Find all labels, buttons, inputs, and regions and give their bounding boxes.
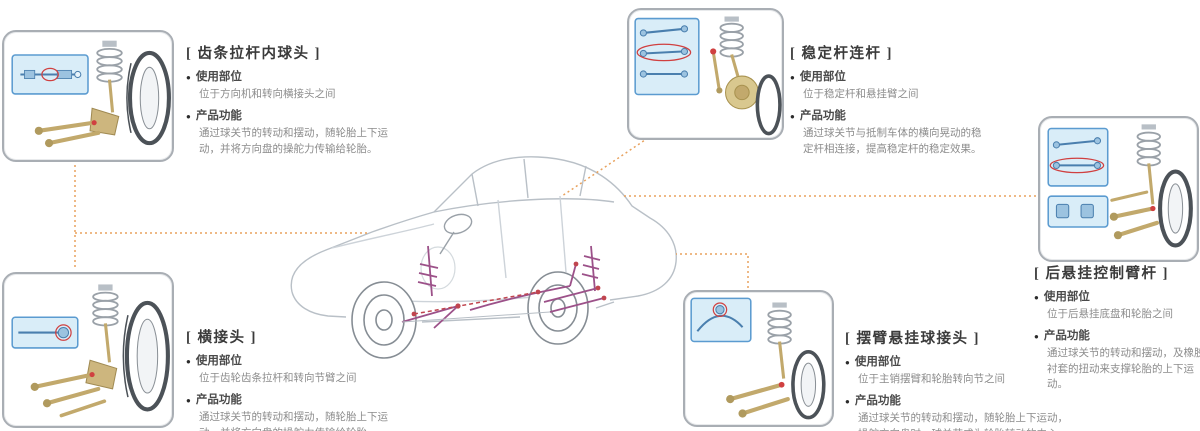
bullet-icon: ● [1034,293,1039,302]
bullet-icon: ● [1034,331,1039,341]
bullet-icon: ● [790,73,795,82]
part-image-rear-control-arm [1038,116,1199,262]
bullet-function: ● 产品功能 [186,393,398,408]
tire-icon [126,50,171,146]
part-title: [ 摆臂悬挂球接头 ] [845,331,980,347]
bullet-function: ● 产品功能 [1034,329,1200,344]
bullet-icon: ● [845,396,850,406]
bullet-label: 使用部位 [1043,291,1090,303]
control-arm-icon [1109,190,1160,240]
part-illustration-stabilizer-link [634,16,782,136]
front-wheel-icon [351,281,417,359]
control-arm-icon [726,381,790,418]
part-image-inner-tie-rod [2,30,174,162]
far-wheel-icon [420,246,456,290]
coil-spring-icon [1136,124,1161,205]
coil-spring-icon [767,302,792,379]
bullet-icon: ● [790,111,795,121]
bullet-function: ● 产品功能 [790,109,982,124]
part-illustration-ball-joint [690,297,826,420]
inset-diagram-bushings [1047,195,1109,228]
bullet-desc: 位于稳定杆和悬挂臂之间 [803,88,919,100]
info-panel-inner-tie-rod: [ 齿条拉杆内球头 ] ● 使用部位 位于方向机和转向横接头之间 ● 产品功能 … [186,42,398,157]
bullet-usage: ● 使用部位 [1034,290,1200,305]
car-diagram [290,156,677,359]
bullet-desc: 位于主销摆臂和轮胎转向节之间 [858,373,1005,385]
bullet-label: 产品功能 [799,109,846,122]
rear-wheel-icon [527,271,589,345]
car-body [290,156,677,323]
bullet-usage: ● 使用部位 [186,70,398,85]
tire-icon [122,300,170,412]
bullet-icon: ● [186,111,191,121]
bullet-label: 使用部位 [195,355,242,367]
bullet-desc: 通过球关节的转动和摆动，随轮胎上下运动，并将方向盘的操舵力传输给轮胎。 [199,126,388,155]
inset-diagram [1047,127,1109,187]
inset-diagram [634,17,700,96]
bullet-desc: 通过球关节的转动和摆动，随轮胎上下运动，并将方向盘的操舵力传输给轮胎。 [199,410,388,431]
bullet-label: 产品功能 [854,394,901,407]
part-title: [ 横接头 ] [186,330,257,346]
part-image-tie-rod-end [2,272,174,428]
coil-spring-icon [719,16,744,77]
bullet-usage: ● 使用部位 [790,70,982,85]
inset-diagram [11,316,79,349]
bullet-icon: ● [186,73,191,82]
info-panel-tie-rod-end: [ 横接头 ] ● 使用部位 位于齿轮齿条拉杆和转向节臂之间 ● 产品功能 通过… [186,326,398,431]
bullet-function: ● 产品功能 [845,394,1071,409]
bullet-desc: 通过球关节的转动和摆动，及橡胶衬套的扭动来支撑轮胎的上下运动。 [1047,346,1200,391]
tire-icon [1158,169,1193,248]
bullet-icon: ● [186,357,191,366]
tire-icon [791,350,826,420]
part-image-stabilizer-link [627,8,784,140]
bullet-desc: 位于后悬挂底盘和轮胎之间 [1047,308,1173,320]
control-arm-icon [34,107,120,148]
part-illustration-tie-rod-end [11,284,170,418]
bullet-usage: ● 使用部位 [186,354,398,369]
info-panel-stabilizer-link: [ 稳定杆连杆 ] ● 使用部位 位于稳定杆和悬挂臂之间 ● 产品功能 通过球关… [790,42,982,157]
part-title: [ 稳定杆连杆 ] [790,46,893,62]
bullet-icon: ● [845,358,850,367]
bullet-label: 产品功能 [195,109,242,122]
bullet-desc: 位于齿轮齿条拉杆和转向节臂之间 [199,372,357,384]
info-panel-rear-control-arm: [ 后悬挂控制臂杆 ] ● 使用部位 位于后悬挂底盘和轮胎之间 ● 产品功能 通… [1034,262,1200,393]
joint-dots [411,261,607,317]
control-arm-icon [30,359,118,418]
bullet-desc: 通过球关节的转动和摆动，随轮胎上下运动，操舵方向盘时，球关节成为轮胎转动的中心。 [858,411,1068,431]
part-title: [ 齿条拉杆内球头 ] [186,46,321,62]
part-illustration-inner-tie-rod [11,40,171,148]
part-title: [ 后悬挂控制臂杆 ] [1034,266,1169,282]
inset-diagram [690,297,752,343]
inset-diagram [11,54,89,95]
part-image-ball-joint [683,290,834,427]
bullet-label: 产品功能 [195,393,242,406]
bullet-label: 使用部位 [195,71,242,83]
bullet-label: 使用部位 [799,71,846,83]
suspension-highlight [401,245,607,329]
bullet-usage: ● 使用部位 [845,355,1071,370]
bullet-label: 产品功能 [1043,329,1090,342]
bullet-desc: 位于方向机和转向横接头之间 [199,88,336,100]
subframe-line [401,311,551,323]
part-illustration-rear-control-arm [1047,124,1193,248]
coil-spring-icon [96,40,123,113]
tire-icon [755,74,782,136]
brake-disc-icon [725,75,759,110]
bullet-desc: 通过球关节与抵制车体的横向晃动的稳定杆相连接，提高稳定杆的稳定效果。 [803,126,982,155]
bullet-function: ● 产品功能 [186,109,398,124]
coil-spring-icon [92,284,119,363]
steering-wheel-icon [439,213,473,255]
stabilizer-link-icon [710,48,723,94]
info-panel-ball-joint: [ 摆臂悬挂球接头 ] ● 使用部位 位于主销摆臂和轮胎转向节之间 ● 产品功能… [845,327,1071,431]
bullet-label: 使用部位 [854,356,901,368]
bullet-icon: ● [186,395,191,405]
